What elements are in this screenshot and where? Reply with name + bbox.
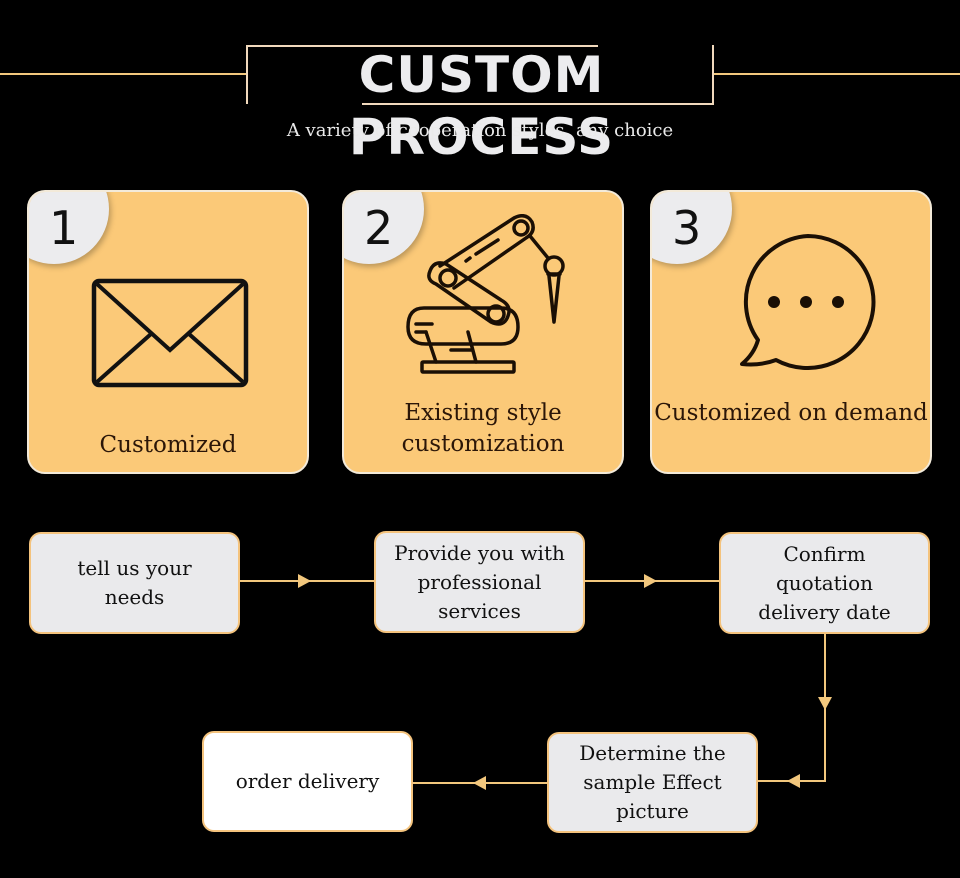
step-number-badge: 2 bbox=[344, 192, 424, 264]
arrow-right-icon bbox=[644, 574, 657, 588]
arrow-right-icon bbox=[298, 574, 311, 588]
header-line-right bbox=[714, 73, 960, 75]
envelope-icon bbox=[91, 278, 249, 388]
flow-step-1[interactable]: tell us your needs bbox=[29, 532, 240, 634]
step-number-badge: 3 bbox=[652, 192, 732, 264]
flow-step-5[interactable]: order delivery bbox=[202, 731, 413, 832]
flow-step-label: Confirm quotation delivery date bbox=[758, 541, 891, 624]
step-number: 1 bbox=[49, 201, 79, 255]
page-title: CUSTOM PROCESS bbox=[348, 46, 615, 166]
option-card-1[interactable]: 1 Customized bbox=[27, 190, 309, 474]
title-frame-bottom bbox=[362, 103, 714, 105]
arrow-down-icon bbox=[818, 697, 832, 710]
step-number: 2 bbox=[364, 201, 394, 255]
flow-step-label: Determine the sample Effect picture bbox=[579, 741, 726, 823]
option-card-2[interactable]: 2 Ex bbox=[342, 190, 624, 474]
arrow-left-icon bbox=[787, 774, 800, 788]
card-label: Customized on demand bbox=[654, 400, 928, 426]
robotic-arm-icon bbox=[406, 214, 565, 374]
flow-step-3[interactable]: Confirm quotation delivery date bbox=[719, 532, 930, 634]
title-frame-top bbox=[246, 45, 598, 47]
step-number: 3 bbox=[672, 201, 702, 255]
speech-bubble-icon bbox=[740, 234, 876, 370]
option-card-3[interactable]: 3 Customized on demand bbox=[650, 190, 932, 474]
title-frame-right bbox=[712, 45, 714, 105]
header-line-left bbox=[0, 73, 246, 75]
title-frame-left bbox=[246, 45, 248, 104]
flow-step-label: order delivery bbox=[235, 769, 380, 793]
flow-step-label: tell us your needs bbox=[77, 556, 192, 609]
page-subtitle: A variety of cooperation styles, any cho… bbox=[286, 120, 674, 141]
flow-step-4[interactable]: Determine the sample Effect picture bbox=[547, 732, 758, 833]
flow-step-2[interactable]: Provide you with professional services bbox=[374, 531, 585, 633]
step-number-badge: 1 bbox=[29, 192, 109, 264]
flow-step-label: Provide you with professional services bbox=[394, 540, 565, 623]
arrow-left-icon bbox=[473, 776, 486, 790]
card-label: Customized bbox=[99, 432, 237, 458]
card-label: Existing style customization bbox=[401, 400, 565, 457]
